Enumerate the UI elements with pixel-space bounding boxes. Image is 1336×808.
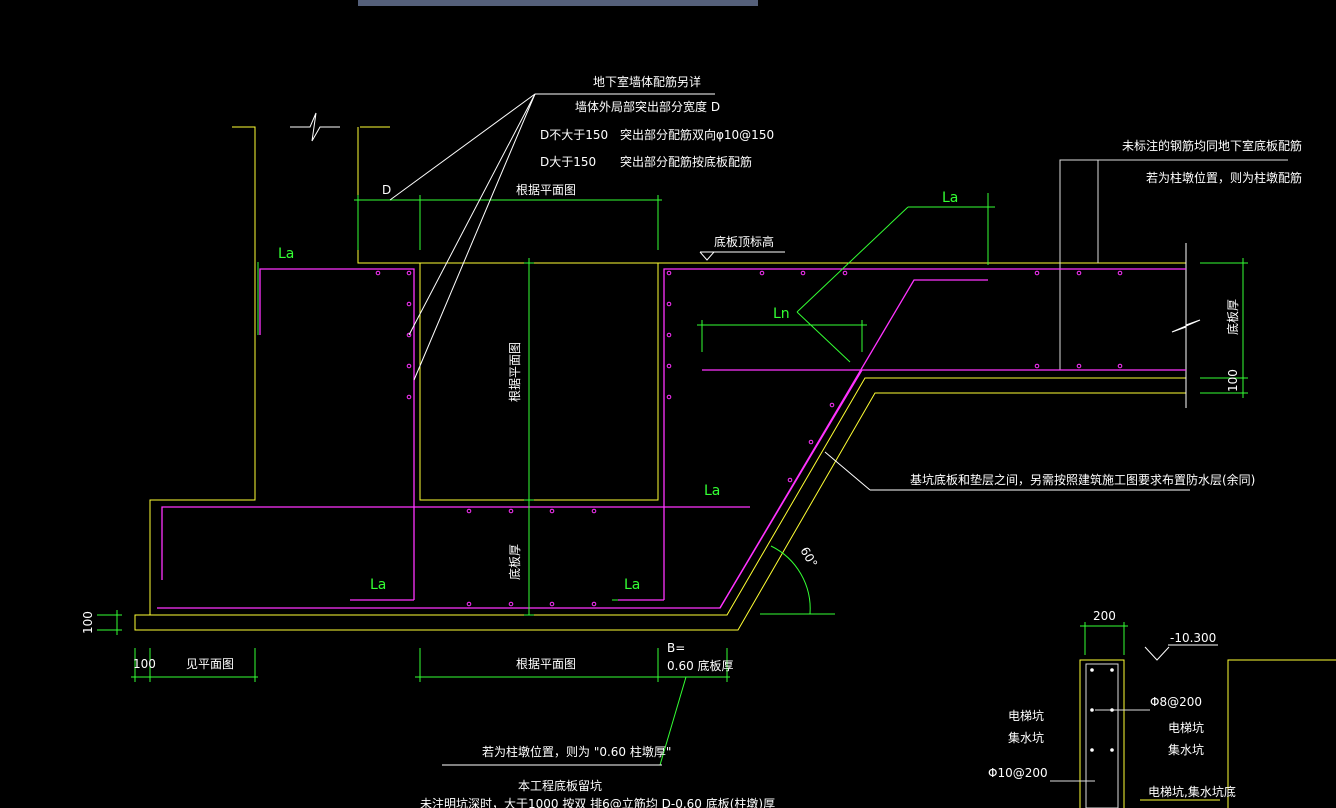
la-label-1: La (278, 246, 294, 262)
slab-bottom-line (150, 377, 1186, 616)
note-slab-top-elevation: 底板顶标高 (714, 234, 774, 249)
dim-b-eq: B= (667, 641, 685, 655)
slab-top-line (357, 127, 1186, 264)
dim-per-plan-top: 根据平面图 (516, 183, 576, 197)
leader-lines (389, 93, 1218, 766)
note-unmarked-rebar: 未标注的钢筋均同地下室底板配筋 (1122, 138, 1302, 153)
ln-label: Ln (773, 306, 790, 322)
note-sump-1: 本工程底板留坑 (518, 778, 602, 793)
pit-rebar-right: Φ8@200 (1150, 695, 1202, 709)
note-d-small: D不大于150 (540, 128, 608, 142)
pit-label-right-2: 集水坑 (1168, 742, 1204, 757)
note-waterproof: 基坑底板和垫层之间，另需按照建筑施工图要求布置防水层(余同) (910, 472, 1255, 487)
dim-slab-thickness-left: 底板厚 (507, 544, 522, 580)
right-break-line (1171, 243, 1201, 408)
la-label-5: La (624, 577, 640, 593)
note-pile-cap-position: 若为柱墩位置，则为柱墩配筋 (1146, 170, 1302, 185)
foundation-outline-left (134, 126, 1186, 631)
dim-per-plan-vertical: 根据平面图 (508, 342, 522, 402)
dim-b-value: 0.60 底板厚 (667, 658, 734, 673)
note-wall-detail: 地下室墙体配筋另详 (593, 74, 701, 89)
dim-100-right: 100 (1226, 369, 1240, 392)
pit-outline (419, 263, 659, 501)
pit-elevation: -10.300 (1170, 631, 1216, 645)
pit-width: 200 (1093, 609, 1116, 623)
pit-label-left-1: 电梯坑 (1008, 708, 1044, 723)
la-label-2: La (942, 190, 958, 206)
viewport-tab-bar[interactable] (358, 0, 758, 6)
rebar-dots (375, 270, 1123, 607)
elevator-pit-inner (1050, 663, 1150, 808)
note-sump-2: 未注明坑深时，大于1000 按双 排6@立筋均 D-0.60 底板(柱墩)厚 (420, 796, 775, 808)
pit-bottom-label: 电梯坑,集水坑底 (1148, 784, 1236, 799)
la-markers (257, 262, 618, 601)
rebar-lines (157, 268, 1186, 609)
la-label-3: La (704, 483, 720, 499)
la-label-4: La (370, 577, 386, 593)
break-line-symbol (290, 112, 340, 142)
note-pile-cap-thickness: 若为柱墩位置，则为 "0.60 柱墩厚" (482, 744, 671, 759)
note-d-large-rule: 突出部分配筋按底板配筋 (620, 154, 752, 169)
note-wall-protrusion: 墙体外局部突出部分宽度 D (575, 99, 720, 114)
note-d-large: D大于150 (540, 155, 596, 169)
pit-label-left-2: 集水坑 (1008, 730, 1044, 745)
dimension-lines (97, 193, 1248, 766)
annotation-texts: 地下室墙体配筋另详 墙体外局部突出部分宽度 D D不大于150 突出部分配筋双向… (81, 74, 1302, 808)
dim-per-plan-left: 见平面图 (186, 657, 234, 671)
dim-per-plan-bottom: 根据平面图 (516, 657, 576, 671)
pit-rebar-dots (1090, 668, 1114, 752)
concrete-outline (134, 126, 1186, 631)
dim-100-bottom: 100 (133, 657, 156, 671)
pit-label-right-1: 电梯坑 (1168, 720, 1204, 735)
dim-100-left: 100 (81, 611, 95, 634)
note-d-small-rule: 突出部分配筋双向φ10@150 (620, 127, 774, 142)
pit-rebar-left: Φ10@200 (988, 766, 1048, 780)
d-mark: D (382, 183, 391, 197)
column-outline (1059, 159, 1288, 370)
elevator-pit-outline (1079, 659, 1336, 808)
dim-slab-thickness-right: 底板厚 (1225, 299, 1240, 335)
